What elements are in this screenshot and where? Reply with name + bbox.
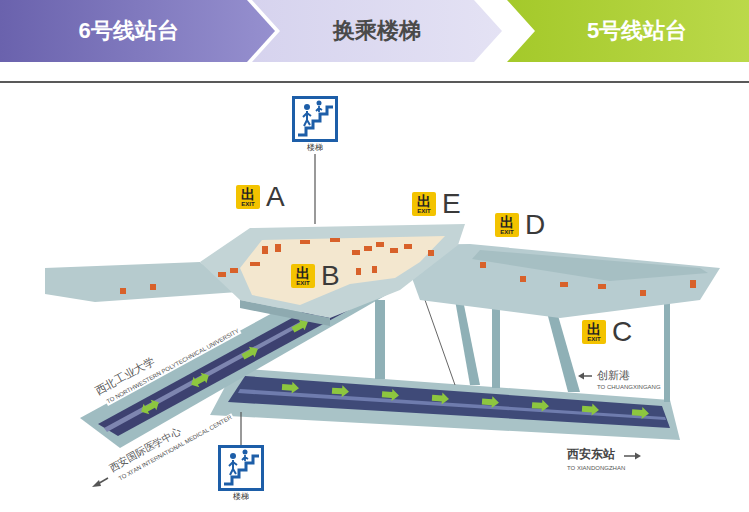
line5-platform bbox=[210, 368, 680, 440]
stair-label: 楼梯 bbox=[307, 143, 323, 153]
exit-plate: 出EXIT bbox=[291, 264, 315, 288]
stair-label: 楼梯 bbox=[233, 492, 249, 502]
exit-word: EXIT bbox=[241, 201, 254, 207]
stair-frame bbox=[292, 96, 338, 142]
exit-sign: 出EXITC bbox=[582, 318, 632, 346]
direction-label: 西安东站 bbox=[566, 448, 616, 462]
exit-char: 出 bbox=[296, 266, 310, 280]
leader-line bbox=[314, 154, 315, 224]
exit-sign: 出EXITB bbox=[291, 262, 340, 290]
exit-word: EXIT bbox=[500, 229, 513, 235]
exit-sign: 出EXITA bbox=[236, 183, 285, 211]
concourse bbox=[45, 224, 720, 326]
exit-sign: 出EXITE bbox=[412, 190, 461, 218]
step-label: 5号线站台 bbox=[587, 16, 687, 46]
exit-letter: A bbox=[266, 183, 285, 211]
stair-icon: 楼梯 bbox=[292, 96, 338, 153]
chevron-step: 换乘楼梯 bbox=[252, 0, 502, 62]
leader-line bbox=[240, 412, 241, 445]
exit-plate: 出EXIT bbox=[582, 320, 606, 344]
exit-char: 出 bbox=[417, 194, 431, 208]
exit-letter: C bbox=[612, 318, 632, 346]
step-label: 6号线站台 bbox=[78, 16, 178, 46]
wire-line bbox=[425, 300, 455, 385]
exit-plate: 出EXIT bbox=[236, 185, 260, 209]
direction-label: TO XIANDONGZHAN bbox=[566, 465, 626, 472]
exit-letter: B bbox=[321, 262, 340, 290]
stair-pictogram bbox=[221, 448, 261, 488]
exit-sign: 出EXITD bbox=[495, 211, 545, 239]
exit-char: 出 bbox=[587, 322, 601, 336]
exit-word: EXIT bbox=[417, 208, 430, 214]
direction-label: 创新港 bbox=[596, 369, 631, 382]
exit-letter: D bbox=[525, 211, 545, 239]
chevron-step: 5号线站台 bbox=[507, 0, 749, 62]
exit-char: 出 bbox=[500, 215, 514, 229]
chevron-step: 6号线站台 bbox=[0, 0, 275, 62]
exit-word: EXIT bbox=[296, 280, 309, 286]
exit-word: EXIT bbox=[587, 336, 600, 342]
stair-frame bbox=[218, 445, 264, 491]
rule-line bbox=[0, 81, 749, 83]
exit-char: 出 bbox=[241, 187, 255, 201]
exit-plate: 出EXIT bbox=[412, 192, 436, 216]
direction-label: TO CHUANGXINGANG bbox=[596, 384, 662, 391]
stair-pictogram bbox=[295, 99, 335, 139]
direction-label: TO NORTHWESTERN POLYTECHNICAL UNIVERSITY bbox=[105, 327, 242, 406]
exit-plate: 出EXIT bbox=[495, 213, 519, 237]
barriers bbox=[120, 238, 696, 296]
stair-icon: 楼梯 bbox=[218, 445, 264, 502]
exit-letter: E bbox=[442, 190, 461, 218]
step-label: 换乘楼梯 bbox=[333, 16, 421, 46]
direction-arrows bbox=[92, 373, 641, 488]
pillars bbox=[375, 300, 670, 402]
